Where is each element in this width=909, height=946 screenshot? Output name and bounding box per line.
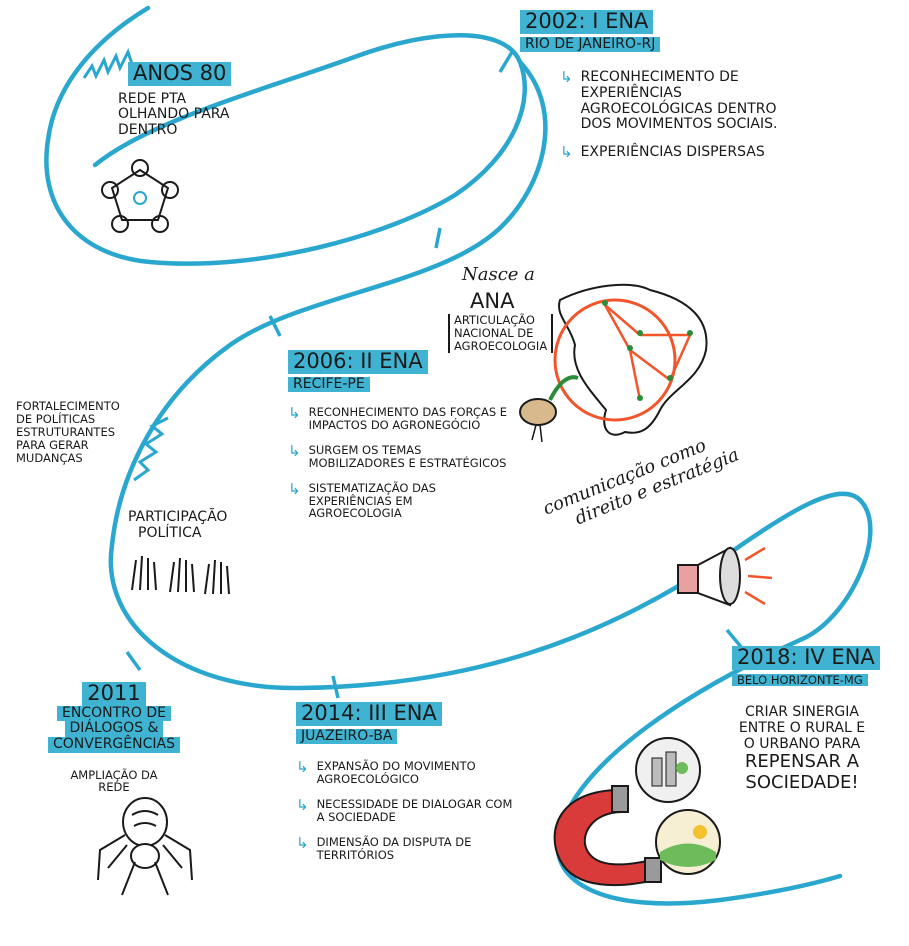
stage-title: 2018: IV ENA [732, 645, 880, 670]
tick-1 [498, 51, 514, 73]
arrow-icon: ↳ [296, 833, 309, 852]
stage-line: OLHANDO PARA [118, 106, 230, 123]
spider-icon [97, 797, 193, 896]
arrow-icon: ↳ [288, 441, 301, 460]
stage-note: AMPLIAÇÃO DA REDE [70, 767, 158, 795]
arrow-icon: ↳ [296, 758, 309, 777]
ana-line: NACIONAL DE [454, 325, 534, 340]
megaphone-icon [677, 546, 773, 607]
stage-item: SISTEMATIZAÇÃO DAS EXPERIÊNCIAS EM AGROE… [308, 480, 436, 521]
zigzag-top [82, 48, 134, 80]
seed-icon [519, 375, 579, 443]
stage-item: EXPANSÃO DO MOVIMENTO AGROECOLÓGICO [316, 759, 476, 787]
arrow-icon: ↳ [296, 795, 309, 814]
stage-line: REDE PTA [118, 90, 187, 107]
stage-item: SURGEM OS TEMAS MOBILIZADORES E ESTRATÉG… [308, 442, 507, 470]
ana-line: ARTICULAÇÃO [454, 313, 535, 327]
stage-text-line: CRIAR SINERGIA [744, 704, 859, 721]
participation: PARTICIPAÇÃO POLÍTICA [128, 509, 228, 541]
side-note-line: DE POLÍTICAS [16, 411, 96, 426]
stage-line: DENTRO [118, 121, 178, 138]
magnet-icon [553, 737, 721, 887]
arrow-icon: ↳ [560, 68, 573, 87]
stage-line: DIÁLOGOS & [64, 721, 164, 737]
tick-2 [434, 227, 442, 249]
stage-line: ENCONTRO DE [57, 705, 171, 722]
zigzag-left [133, 416, 169, 482]
stage-title: 2011 [82, 681, 146, 706]
stage-title: 2006: II ENA [288, 349, 428, 374]
side-note-line: ESTRUTURANTES [16, 424, 116, 439]
stage-2018: 2018: IV ENA BELO HORIZONTE-MG CRIAR SIN… [732, 645, 902, 793]
stage-2006: 2006: II ENA RECIFE-PE ↳ RECONHECIMENTO D… [288, 349, 548, 532]
ana-acronym: ANA [470, 289, 515, 313]
stage-title: 2002: I ENA [520, 9, 654, 34]
timeline-path [44, 5, 528, 266]
side-note-line: PARA GERAR [16, 437, 89, 452]
stage-2002: 2002: I ENA RIO DE JANEIRO-RJ ↳ RECONHECI… [520, 9, 880, 173]
stage-subtitle: JUAZEIRO-BA [296, 728, 398, 745]
arrow-icon: ↳ [560, 142, 573, 161]
stage-anos-80: ANOS 80 REDE PTA OLHANDO PARA DENTRO [118, 61, 232, 139]
ana-full-name: ARTICULAÇÃO NACIONAL DE AGROECOLOGIA [448, 313, 554, 353]
stage-text-line: ENTRE O RURAL E [738, 720, 866, 737]
hands-icon [131, 555, 230, 595]
stage-2011: 2011 ENCONTRO DE DIÁLOGOS & CONVERGÊNCIA… [14, 681, 214, 795]
stage-item: DIMENSÃO DA DISPUTA DE TERRITÓRIOS [316, 834, 472, 862]
stage-item: NECESSIDADE DE DIALOGAR COM A SOCIEDADE [316, 796, 513, 824]
tick-5 [331, 675, 340, 699]
stage-item: EXPERIÊNCIAS DISPERSAS [580, 143, 765, 160]
participation-line: PARTICIPAÇÃO [128, 509, 228, 525]
brazil-map [553, 283, 708, 436]
ana-born: Nasce a [462, 264, 535, 285]
network-icon [101, 159, 179, 233]
stage-subtitle: RIO DE JANEIRO-RJ [520, 36, 661, 53]
stage-title: ANOS 80 [128, 61, 232, 86]
stage-text-line: REPENSAR A [744, 751, 860, 773]
side-note-line: MUDANÇAS [16, 450, 83, 465]
arrow-icon: ↳ [288, 404, 301, 423]
stage-subtitle: RECIFE-PE [288, 376, 370, 393]
tick-3 [268, 315, 282, 337]
stage-text-line: O URBANO PARA [743, 735, 861, 752]
side-note-line: FORTALECIMENTO [16, 399, 120, 413]
stage-subtitle: BELO HORIZONTE-MG [732, 673, 868, 687]
ana-line: AGROECOLOGIA [454, 338, 548, 353]
stage-text-line: SOCIEDADE! [745, 771, 859, 793]
stage-2014: 2014: III ENA JUAZEIRO-BA ↳ EXPANSÃO DO M… [296, 701, 526, 873]
stage-title: 2014: III ENA [296, 701, 442, 726]
stage-item: RECONHECIMENTO DE EXPERIÊNCIAS AGROECOLÓ… [580, 69, 778, 133]
side-note: FORTALECIMENTO DE POLÍTICAS ESTRUTURANTE… [16, 400, 120, 464]
arrow-icon: ↳ [288, 479, 301, 498]
stage-item: RECONHECIMENTO DAS FORÇAS E IMPACTOS DO … [308, 405, 508, 433]
stage-line: CONVERGÊNCIAS [48, 736, 180, 753]
participation-line: POLÍTICA [138, 524, 202, 541]
tick-4 [125, 650, 142, 672]
tick-6 [725, 628, 744, 650]
